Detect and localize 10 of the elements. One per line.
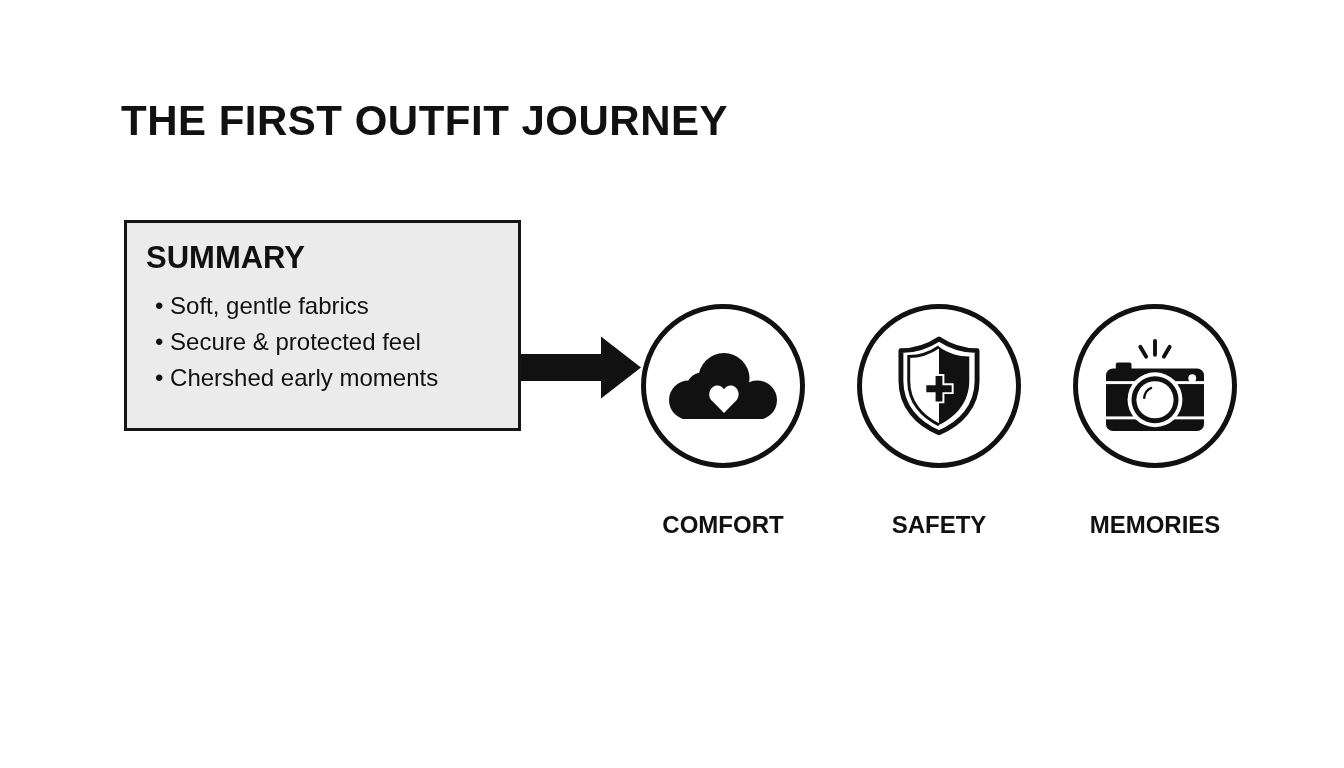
box-heading: SUMMARY [146,240,305,276]
list-item: • Chershed early moments [155,365,439,391]
category-label: MEMORIES [1089,511,1221,539]
title: THE FIRST OUTFIT JOURNEY [121,97,728,145]
arrow [521,336,641,399]
category-label: SAFETY [891,511,987,539]
summary-box [124,220,521,431]
list-item: • Soft, gentle fabrics [155,293,369,319]
category-label: COMFORT [662,511,784,539]
list-item: • Secure & protected feel [155,329,421,355]
